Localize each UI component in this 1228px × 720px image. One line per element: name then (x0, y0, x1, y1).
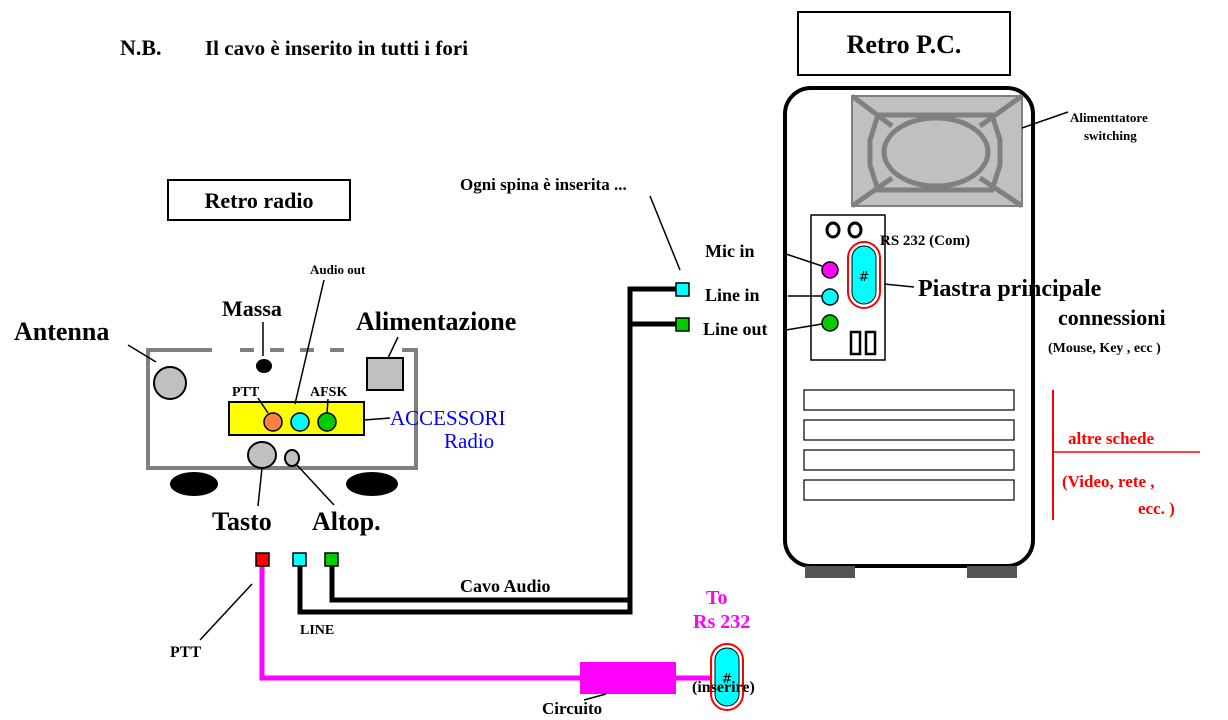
radio-title-box (167, 179, 351, 221)
line-label: LINE (300, 623, 334, 638)
circuit-box (580, 662, 676, 694)
line-in-jack (821, 288, 839, 306)
audio-out-label: Audio out (310, 262, 366, 277)
rs232-plug: # (710, 643, 744, 711)
to-rs232-label-1: To (706, 587, 728, 609)
radio-body (146, 348, 418, 496)
circuito-label: Circuito (542, 699, 602, 718)
inserire-label: (inserire) (692, 679, 755, 696)
ptt-cable-label: PTT (170, 644, 201, 661)
ptt-plug (255, 552, 270, 567)
pc-case (783, 86, 1035, 578)
mainboard-label-2: connessioni (1058, 305, 1166, 330)
altop-label: Altop. (312, 507, 381, 536)
audio-out-pin (290, 412, 310, 432)
accessori-label-1: ACCESSORI (390, 406, 506, 430)
other-cards-label-3: ecc. ) (1138, 499, 1175, 518)
svg-text:#: # (859, 270, 870, 285)
tasto-label: Tasto (212, 507, 272, 536)
audio-cable (297, 286, 680, 615)
svg-text:#: # (722, 672, 733, 687)
pc-rs232-port: # (847, 241, 881, 309)
ptt-cable (259, 566, 718, 694)
mic-in-label: Mic in (705, 241, 755, 261)
massa-label: Massa (222, 296, 282, 321)
nb-prefix: N.B. (120, 35, 162, 60)
line-in-label: Line in (705, 285, 760, 305)
antenna-label: Antenna (14, 317, 109, 346)
speaker-jack (284, 449, 300, 467)
antenna-connector (153, 366, 187, 400)
other-cards-label-2: (Video, rete , (1062, 472, 1155, 491)
ground-terminal (256, 359, 272, 373)
afsk-pin-label: AFSK (310, 385, 347, 400)
pc-title-box (797, 11, 1011, 76)
line-plug-audio (292, 552, 307, 567)
afsk-pin (317, 412, 337, 432)
mainboard-label-3: (Mouse, Key , ecc ) (1048, 341, 1161, 356)
pc-title: Retro P.C. (847, 30, 962, 59)
ptt-pin-label: PTT (232, 385, 260, 400)
line-out-jack (821, 314, 839, 332)
line-out-label: Line out (703, 319, 768, 339)
psu-fan (850, 93, 1024, 209)
nb-note: Il cavo è inserito in tutti i fori (205, 36, 468, 60)
cavo-audio-label: Cavo Audio (460, 576, 551, 596)
pc-line-in-plug (675, 282, 690, 297)
psu-label-2: switching (1084, 128, 1137, 143)
psu-label-1: Alimenttatore (1070, 110, 1148, 125)
key-jack (247, 441, 277, 469)
other-cards-label-1: altre schede (1068, 429, 1155, 448)
radio-title: Retro radio (205, 188, 314, 213)
mainboard-label-1: Piastra principale (918, 276, 1102, 302)
accessori-label-2: Radio (444, 429, 494, 453)
alimentazione-label: Alimentazione (356, 307, 516, 336)
mic-in-jack (821, 261, 839, 279)
pc-line-out-plug (675, 317, 690, 332)
expansion-slots (803, 389, 1015, 501)
ptt-pin (263, 412, 283, 432)
power-connector (366, 357, 404, 391)
to-rs232-label-2: Rs 232 (693, 611, 750, 633)
line-plug-afsk (324, 552, 339, 567)
rs232-label: RS 232 (Com) (880, 233, 970, 249)
plug-note-label: Ogni spina è inserita ... (460, 175, 627, 194)
